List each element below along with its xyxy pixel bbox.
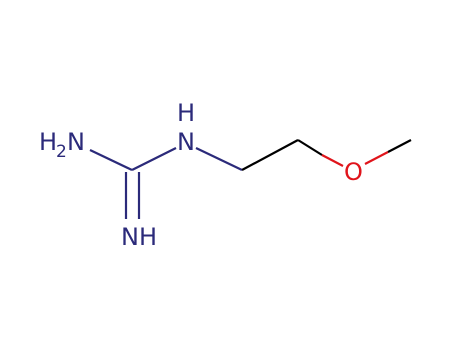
bond-nh2-c xyxy=(89,149,133,171)
atom-label-amine-h: H xyxy=(177,99,195,127)
atom-label-nh2-n: N xyxy=(67,128,85,156)
bond-o-ch3-black xyxy=(387,139,412,153)
bond-ch2-ch2 xyxy=(241,139,299,171)
bond-ch2-o-red xyxy=(321,154,344,167)
atom-label-nh2-h: H xyxy=(39,128,57,156)
atom-label-nh2-subscript: 2 xyxy=(56,142,67,162)
atom-label-imine-nh: NH xyxy=(121,223,157,251)
bond-nh-ch2 xyxy=(195,147,243,171)
bond-o-ch3-red xyxy=(364,151,389,165)
bond-ch2-o-black xyxy=(297,139,323,156)
atom-label-oxygen: O xyxy=(344,158,363,186)
atom-label-amine-n: N xyxy=(177,128,195,156)
bond-c-nh xyxy=(131,147,177,171)
